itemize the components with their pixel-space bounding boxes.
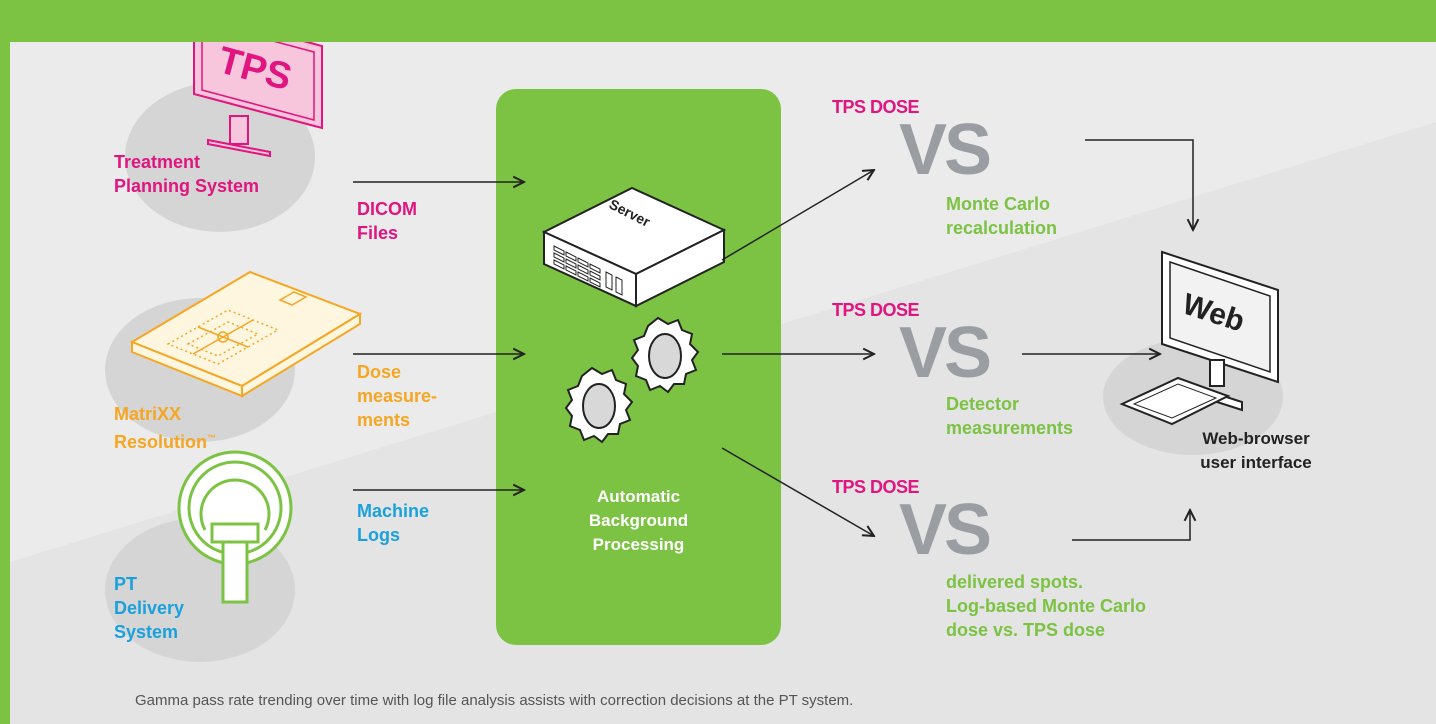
vs-label: VS [899,313,992,393]
web-browser-label: Web-browser user interface [1200,429,1312,472]
dicom-files-label: DICOM Files [357,199,417,243]
vs-label: VS [899,110,992,190]
machine-logs-label: Machine Logs [357,501,430,545]
tps-label: Treatment Planning System [114,152,260,196]
dose-measurements-label: Dose measure- ments [357,362,438,430]
matrixx-detector-icon [129,270,363,398]
matrixx-label: MatriXX Resolution™ [114,404,216,452]
web-monitor-icon: Web [1119,250,1279,426]
vs-label: VS [899,490,992,570]
detector-label: Detector measurements [946,394,1074,438]
pt-gantry-icon [177,450,293,604]
caption: Gamma pass rate trending over time with … [135,692,854,709]
log-based-label: delivered spots. Log-based Monte Carlo d… [946,572,1147,640]
gears-icon [564,316,700,444]
pt-label: PT Delivery System [114,574,185,642]
diagram-canvas: TPS Treatment Planning System MatriXX Re… [10,42,1436,724]
tps-monitor-icon: TPS [193,42,323,158]
monte-carlo-label: Monte Carlo recalculation [946,194,1058,238]
comparison-monte-carlo: TPS DOSE [832,97,920,118]
tps-dose-label: TPS DOSE [832,300,920,320]
processing-label: Automatic Background Processing [588,487,689,554]
server-icon: Server [541,186,727,308]
comparison-detector: TPS DOSE [832,300,920,321]
tps-shadow [125,82,315,232]
tps-dose-label: TPS DOSE [832,97,920,117]
